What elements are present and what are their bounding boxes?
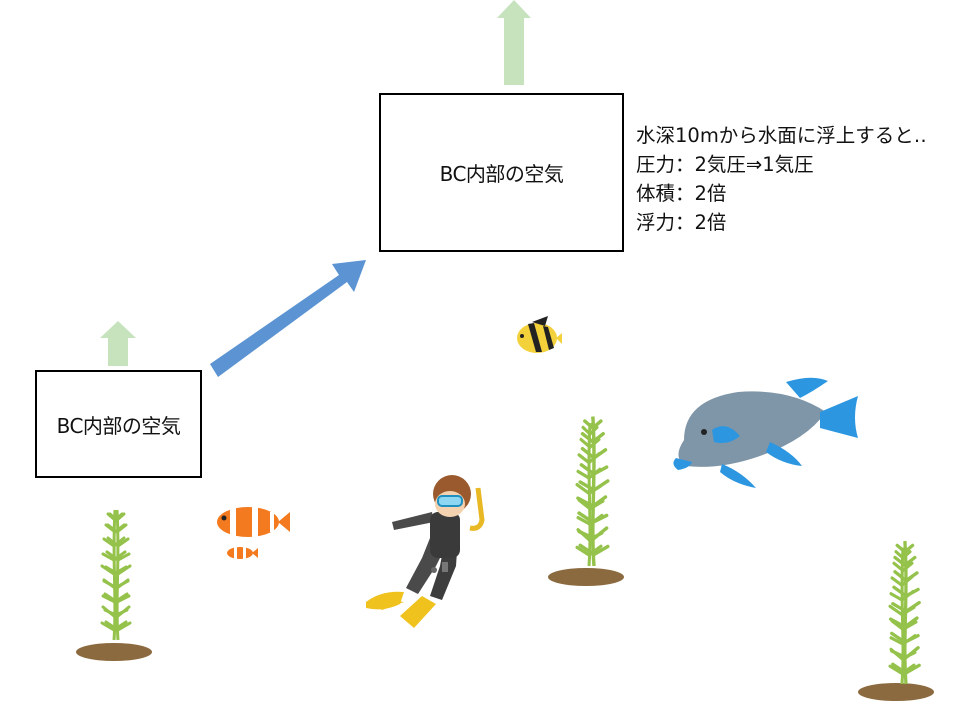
buoyancy-arrow-bottom [100,321,136,366]
butterflyfish-icon [517,316,562,353]
seaweed-icon [858,539,934,701]
seaweed-icon [548,414,624,586]
bc-air-label-surface: BC内部の空気 [439,162,564,186]
ascent-explanation: 水深10mから水面に浮上すると‥ 圧力：2気圧⇒1気圧 体積：2倍 浮力：2倍 [636,121,927,237]
bc-air-box-depth: BC内部の空気 [35,370,202,478]
explanation-line-3: 体積：2倍 [636,182,727,205]
ascent-arrow [210,260,366,377]
buoyancy-arrow-top [497,0,531,85]
explanation-line-1: 水深10mから水面に浮上すると‥ [636,124,927,147]
clownfish-icon [217,507,290,537]
bc-air-box-surface: BC内部の空気 [379,93,624,252]
napoleon-fish-icon [673,377,858,488]
clownfish-icon [227,547,258,559]
explanation-line-2: 圧力：2気圧⇒1気圧 [636,153,814,176]
explanation-line-4: 浮力：2倍 [636,211,727,234]
seaweed-icon [76,508,152,661]
bc-air-label-depth: BC内部の空気 [56,413,181,438]
diver-icon [366,475,485,628]
